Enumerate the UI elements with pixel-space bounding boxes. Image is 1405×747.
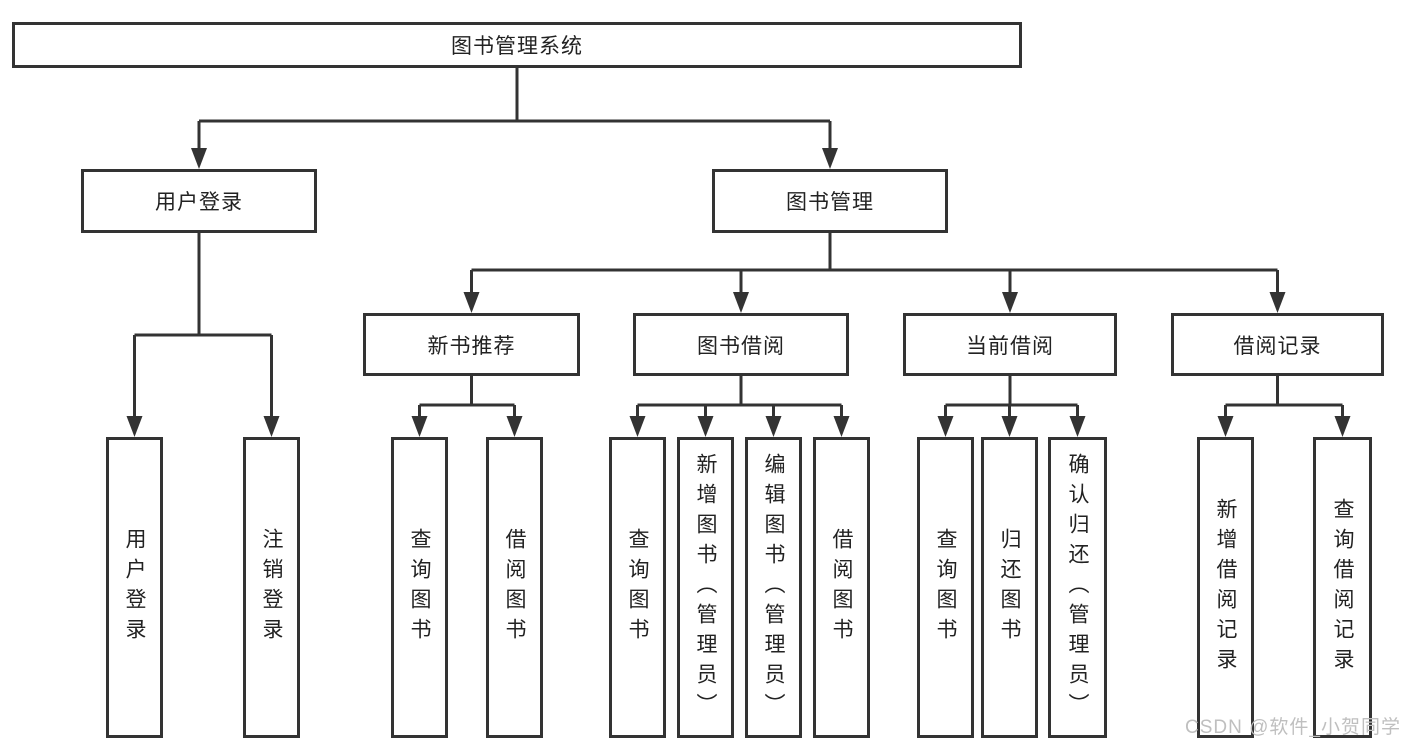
node-book-borrowing-label: 图书借阅 (697, 334, 785, 358)
leaf-query-books-recommend: 查询图书 (391, 437, 448, 738)
node-book-borrowing: 图书借阅 (633, 313, 849, 376)
node-current-borrowing-label: 当前借阅 (966, 334, 1054, 358)
leaf-add-borrow-record-label: 新增借阅记录 (1214, 497, 1237, 678)
node-new-book-recommend: 新书推荐 (363, 313, 580, 376)
leaf-query-borrow-record-label: 查询借阅记录 (1331, 497, 1354, 678)
connector-newbook-to-leaves (411, 376, 523, 437)
node-borrowing-records: 借阅记录 (1171, 313, 1384, 376)
connector-currentborrow-to-leaves (937, 376, 1086, 437)
leaf-confirm-return-admin-label: 确认归还（管理员） (1066, 452, 1089, 723)
connector-userlogin-to-leaves (126, 233, 280, 437)
node-book-management-label: 图书管理 (786, 191, 874, 214)
node-user-login: 用户登录 (81, 169, 317, 233)
leaf-confirm-return-admin: 确认归还（管理员） (1048, 437, 1107, 738)
node-new-book-recommend-label: 新书推荐 (427, 334, 516, 358)
leaf-return-books: 归还图书 (981, 437, 1038, 738)
leaf-logout-label: 注销登录 (260, 527, 283, 648)
node-root-label: 图书管理系统 (451, 35, 583, 58)
watermark: CSDN @软件_小贺同学 (1185, 717, 1401, 738)
node-user-login-label: 用户登录 (155, 191, 243, 214)
node-root: 图书管理系统 (12, 22, 1022, 68)
leaf-add-book-admin-label: 新增图书（管理员） (694, 452, 717, 723)
leaf-edit-book-admin-label: 编辑图书（管理员） (762, 452, 785, 723)
connector-bookborrow-to-leaves (629, 376, 850, 437)
leaf-query-books-borrowing-label: 查询图书 (626, 527, 649, 648)
leaf-query-books-current-label: 查询图书 (934, 527, 957, 648)
leaf-user-login: 用户登录 (106, 437, 163, 738)
node-book-management: 图书管理 (712, 169, 948, 233)
leaf-query-books-borrowing: 查询图书 (609, 437, 666, 738)
connector-root-to-level2 (191, 68, 838, 169)
connector-records-to-leaves (1217, 376, 1351, 437)
leaf-borrow-books-borrowing-label: 借阅图书 (830, 527, 853, 648)
leaf-borrow-books-recommend: 借阅图书 (486, 437, 543, 738)
leaf-return-books-label: 归还图书 (998, 527, 1021, 648)
leaf-borrow-books-borrowing: 借阅图书 (813, 437, 870, 738)
node-current-borrowing: 当前借阅 (903, 313, 1117, 376)
leaf-add-book-admin: 新增图书（管理员） (677, 437, 734, 738)
leaf-user-login-label: 用户登录 (123, 527, 146, 648)
leaf-borrow-books-recommend-label: 借阅图书 (503, 527, 526, 648)
leaf-query-books-recommend-label: 查询图书 (408, 527, 431, 648)
leaf-query-borrow-record: 查询借阅记录 (1313, 437, 1372, 738)
leaf-edit-book-admin: 编辑图书（管理员） (745, 437, 802, 738)
node-borrowing-records-label: 借阅记录 (1233, 334, 1322, 358)
connector-bookmgmt-to-level3 (463, 233, 1286, 313)
leaf-add-borrow-record: 新增借阅记录 (1197, 437, 1254, 738)
leaf-logout: 注销登录 (243, 437, 300, 738)
leaf-query-books-current: 查询图书 (917, 437, 974, 738)
